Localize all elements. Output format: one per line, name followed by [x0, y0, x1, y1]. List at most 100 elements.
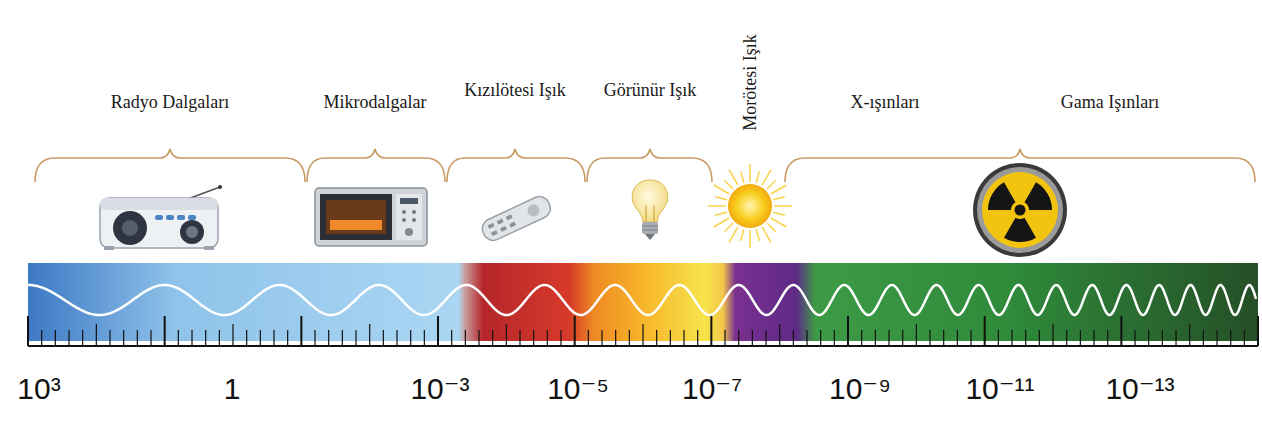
sun-ray	[729, 227, 738, 243]
scale-tick	[683, 330, 684, 346]
scale-tick	[178, 330, 179, 346]
scale-tick	[929, 330, 930, 346]
sun-ray	[774, 205, 792, 207]
scale-tick	[861, 330, 862, 346]
scale-tick	[547, 330, 548, 346]
sun-ray	[714, 218, 730, 227]
scale-tick	[424, 330, 425, 346]
scale-tick	[355, 330, 356, 346]
scale-tick	[588, 330, 589, 346]
scale-tick	[137, 330, 138, 346]
sun-ray	[771, 185, 787, 194]
scale-tick	[574, 316, 576, 346]
radio-icon	[100, 185, 222, 250]
scale-tick	[629, 330, 630, 346]
scale-number: 10⁻⁷	[667, 372, 757, 406]
sun-ray	[714, 185, 730, 194]
category-label: Görünür Işık	[600, 80, 700, 101]
sun-ray	[771, 218, 787, 227]
scale-tick	[1148, 330, 1149, 346]
remote-icon	[479, 193, 554, 243]
scale-tick	[314, 330, 315, 346]
scale-tick	[123, 330, 124, 346]
scale-tick	[943, 330, 944, 346]
bulb-icon	[632, 180, 668, 240]
scale-tick	[793, 330, 794, 346]
scale-tick	[1120, 316, 1122, 346]
scale-tick	[109, 330, 110, 346]
range-brackets	[35, 149, 1255, 182]
scale-tick	[82, 330, 83, 346]
sun-ray	[767, 223, 775, 231]
scale-tick	[1011, 330, 1012, 346]
sun-ray	[773, 212, 785, 215]
scale-tick	[465, 330, 466, 346]
scale-number: 10⁻¹¹	[945, 372, 1055, 406]
sun-ray	[741, 171, 744, 183]
scale-tick	[1257, 316, 1259, 346]
scale-tick	[150, 330, 151, 346]
scale-tick	[1162, 330, 1163, 346]
scale-tick	[1244, 330, 1245, 346]
sun-ray	[749, 164, 751, 182]
sun-ray	[762, 170, 771, 186]
sun-ray	[715, 197, 727, 200]
scale-tick	[1134, 330, 1135, 346]
scale-tick	[697, 330, 698, 346]
scale-tick	[232, 324, 233, 346]
scale-tick	[1066, 330, 1067, 346]
scale-tick	[1216, 330, 1217, 346]
scale-tick	[752, 330, 753, 346]
scale-tick	[957, 330, 958, 346]
sun-icon	[708, 164, 792, 248]
scale-number: 10³	[4, 372, 74, 406]
scale-tick	[1093, 330, 1094, 346]
scale-tick	[1080, 330, 1081, 346]
scale-number: 10⁻³	[395, 372, 485, 406]
category-label: Morötesi Işık	[740, 34, 761, 131]
scale-tick	[984, 316, 986, 346]
category-label: Radyo Dalgaları	[70, 92, 270, 113]
scale-number: 10⁻⁵	[533, 372, 623, 406]
scale-tick	[205, 330, 206, 346]
scale-tick	[1203, 330, 1204, 346]
microwave-icon	[315, 188, 427, 246]
bracket	[35, 149, 305, 182]
scale-tick	[410, 330, 411, 346]
scale-tick	[847, 316, 849, 346]
sun-ray	[729, 170, 738, 186]
scale-tick	[1230, 330, 1231, 346]
scale-tick	[383, 330, 384, 346]
trefoil-blade	[1025, 182, 1053, 210]
radiation-symbol	[973, 163, 1067, 257]
scale-tick	[533, 330, 534, 346]
scale-tick	[765, 330, 766, 346]
scale-tick	[273, 330, 274, 346]
sun-ray	[741, 229, 744, 241]
scale-tick	[670, 330, 671, 346]
scale-tick	[437, 316, 439, 346]
bracket	[587, 149, 712, 182]
scale-tick	[96, 324, 97, 346]
sun-ray	[756, 171, 759, 183]
scale-tick	[55, 330, 56, 346]
scale-tick	[615, 330, 616, 346]
sun-ray	[749, 230, 751, 248]
scale-tick	[875, 330, 876, 346]
scale-tick	[287, 330, 288, 346]
scale-tick	[902, 330, 903, 346]
scale-tick	[300, 316, 302, 346]
scale-tick	[369, 324, 370, 346]
trefoil-blade	[1004, 218, 1036, 242]
scale-tick	[506, 324, 507, 346]
sun-ray	[725, 181, 733, 189]
scale-tick	[998, 330, 999, 346]
scale-tick	[478, 330, 479, 346]
scale-tick	[916, 324, 917, 346]
scale-tick	[1189, 324, 1190, 346]
scale-tick	[1025, 330, 1026, 346]
scale-tick	[1039, 330, 1040, 346]
scale-number: 10⁻¹³	[1085, 372, 1195, 406]
scale-tick	[806, 330, 807, 346]
scale-tick	[260, 330, 261, 346]
